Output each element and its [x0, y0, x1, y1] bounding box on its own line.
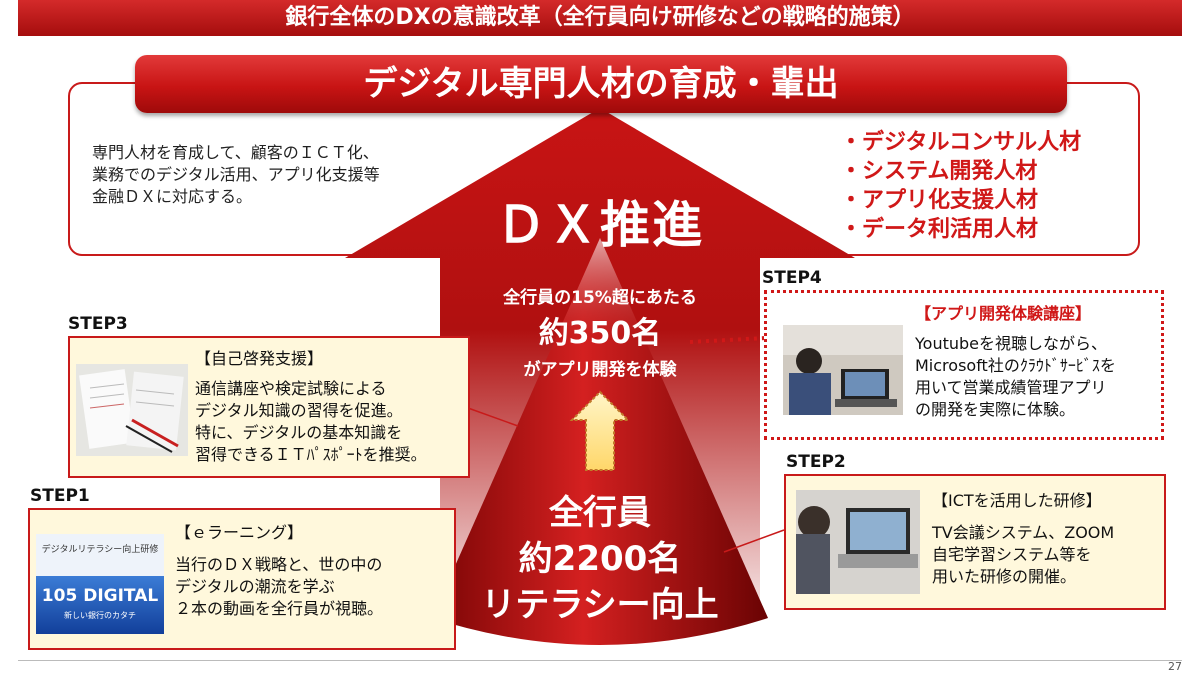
- dx-title: ＤＸ推進: [496, 196, 704, 254]
- step1-text: 当行のＤＸ戦略と、世の中の デジタルの潮流を学ぶ ２本の動画を全行員が視聴。: [175, 554, 383, 620]
- percent-label: 全行員の15%超にあたる: [503, 288, 697, 308]
- base-line: リテラシー向上: [481, 585, 719, 625]
- image-big-text: 105 DIGITAL: [41, 586, 159, 606]
- step4-line: の開発を実際に体験。: [915, 400, 1076, 419]
- connector-step3: [467, 407, 519, 427]
- step3-title: 【自己啓発支援】: [195, 349, 324, 368]
- step4-text: Youtubeを視聴しながら、 Microsoft社のｸﾗｳﾄﾞｻｰﾋﾞｽを 用…: [915, 333, 1116, 421]
- desc-line: 専門人材を育成して、顧客のＩＣＴ化、: [92, 143, 379, 162]
- step2-panel: 【ICTを活用した研修】 TV会議システム、ZOOM 自宅学習システム等を 用い…: [784, 474, 1166, 610]
- connector-step2: [723, 529, 785, 553]
- step1-label: STEP1: [30, 486, 90, 506]
- step3-line: 特に、デジタルの基本知識を: [195, 423, 403, 442]
- desc-line: 業務でのデジタル活用、アプリ化支援等: [92, 165, 380, 184]
- step3-line: デジタル知識の習得を促進。: [195, 401, 403, 420]
- laptop-training-photo: [796, 490, 920, 594]
- app-experience-label: がアプリ開発を体験: [523, 360, 677, 380]
- step4-label: STEP4: [762, 268, 822, 288]
- step2-line: 用いた研修の開催。: [932, 567, 1077, 586]
- role-item: ・アプリ化支援人材: [840, 188, 1039, 213]
- classroom-photo: [783, 325, 903, 415]
- cone-highlight: [555, 238, 645, 340]
- step1-line: 当行のＤＸ戦略と、世の中の: [175, 555, 383, 574]
- role-item: ・データ利活用人材: [840, 217, 1039, 242]
- role-item: ・システム開発人材: [840, 159, 1038, 184]
- step1-panel: デジタルリテラシー向上研修 105 DIGITAL 新しい銀行のカタチ 【ｅラー…: [28, 508, 456, 650]
- step3-text: 通信講座や検定試験による デジタル知識の習得を促進。 特に、デジタルの基本知識を…: [195, 378, 427, 466]
- roles-list: ・デジタルコンサル人材 ・システム開発人材 ・アプリ化支援人材 ・データ利活用人…: [840, 128, 1140, 244]
- page-number: 27: [1168, 660, 1182, 673]
- banner-title: デジタル専門人材の育成・輩出: [135, 55, 1067, 113]
- base-line: 約2200名: [518, 539, 682, 579]
- step4-line: 用いて営業成績管理アプリ: [915, 378, 1107, 397]
- step2-line: TV会議システム、ZOOM: [932, 523, 1115, 542]
- step3-line: 習得できるＩＴﾊﾟｽﾎﾟｰﾄを推奨。: [195, 445, 427, 464]
- step4-title: 【アプリ開発体験講座】: [915, 304, 1092, 323]
- base-line: 全行員: [549, 493, 651, 533]
- step4-panel: 【アプリ開発体験講座】 Youtubeを視聴しながら、 Microsoft社のｸ…: [764, 290, 1164, 440]
- step1-line: デジタルの潮流を学ぶ: [175, 577, 335, 596]
- textbook-image: [76, 364, 188, 456]
- elearning-image: デジタルリテラシー向上研修 105 DIGITAL 新しい銀行のカタチ: [36, 534, 164, 634]
- step2-text: TV会議システム、ZOOM 自宅学習システム等を 用いた研修の開催。: [932, 522, 1114, 588]
- bottom-divider: [18, 660, 1182, 661]
- top-description: 専門人材を育成して、顧客のＩＣＴ化、 業務でのデジタル活用、アプリ化支援等 金融…: [92, 142, 452, 208]
- step1-line: ２本の動画を全行員が視聴。: [175, 599, 384, 618]
- step4-line: Youtubeを視聴しながら、: [915, 334, 1107, 353]
- image-small-text: 新しい銀行のカタチ: [64, 611, 136, 620]
- step3-label: STEP3: [68, 314, 128, 334]
- step1-title: 【ｅラーニング】: [175, 523, 304, 542]
- base-text: 全行員 約2200名 リテラシー向上: [440, 490, 760, 628]
- desc-line: 金融ＤＸに対応する。: [92, 187, 253, 206]
- mini-up-arrow: [569, 390, 631, 471]
- header-title: 銀行全体のDXの意識改革（全行員向け研修などの戦略的施策）: [18, 0, 1182, 36]
- step2-label: STEP2: [786, 452, 846, 472]
- step2-line: 自宅学習システム等を: [932, 545, 1092, 564]
- step3-panel: 【自己啓発支援】 通信講座や検定試験による デジタル知識の習得を促進。 特に、デ…: [68, 336, 470, 478]
- step4-line: Microsoft社のｸﾗｳﾄﾞｻｰﾋﾞｽを: [915, 356, 1116, 375]
- count-label: 約350名: [538, 316, 662, 351]
- step3-line: 通信講座や検定試験による: [195, 379, 387, 398]
- image-caption: デジタルリテラシー向上研修: [41, 545, 159, 555]
- role-item: ・デジタルコンサル人材: [840, 130, 1082, 155]
- step2-title: 【ICTを活用した研修】: [932, 491, 1102, 510]
